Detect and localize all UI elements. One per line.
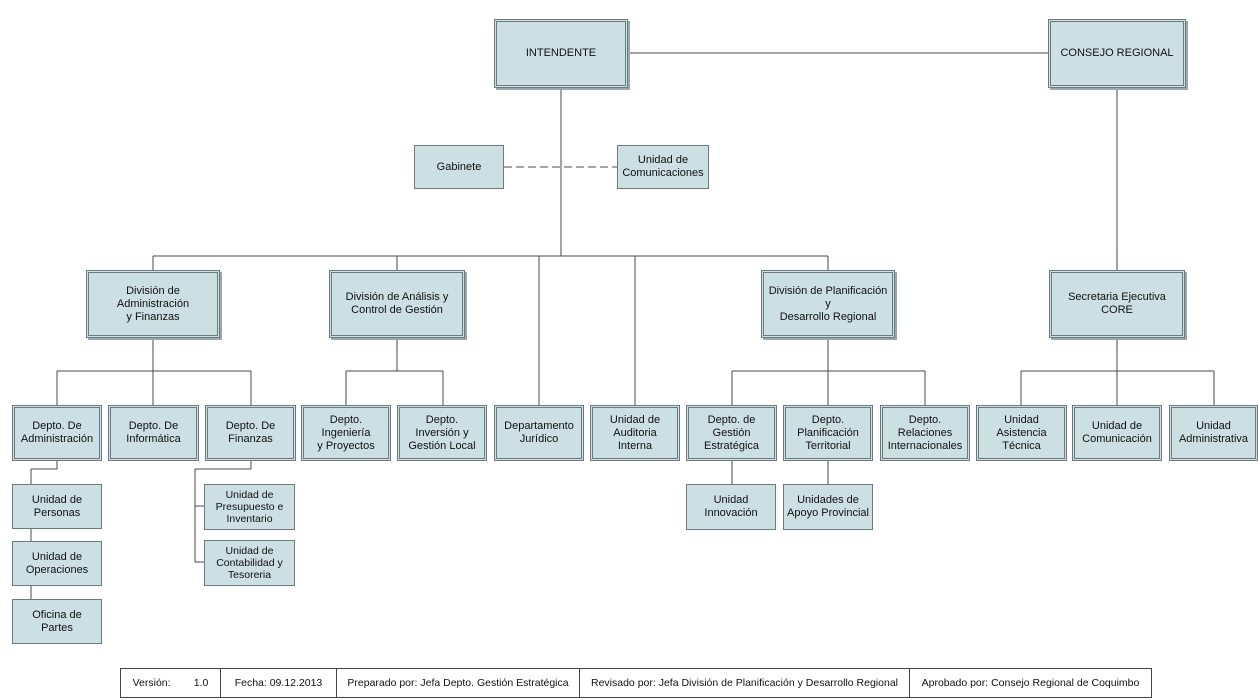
unidad-personas-box: Unidad de Personas	[12, 484, 102, 529]
depto-administracion-box: Depto. De Administración	[12, 405, 102, 461]
footer-version-value: 1.0	[193, 677, 209, 689]
footer-revisado: Revisado por: Jefa División de Planifica…	[580, 669, 910, 697]
footer-version: Versión: 1.0	[121, 669, 221, 697]
depto-ingenieria-box: Depto. Ingeniería y Proyectos	[301, 405, 391, 461]
intendente-box: INTENDENTE	[494, 19, 628, 88]
depto-relaciones-box: Depto. Relaciones Internacionales	[880, 405, 970, 461]
consejo-regional-box: CONSEJO REGIONAL	[1048, 19, 1186, 88]
unidad-contabilidad-box: Unidad de Contabilidad y Tesoreria	[204, 540, 295, 586]
division-administracion-box: División de Administración y Finanzas	[86, 270, 220, 338]
gabinete-box: Gabinete	[414, 145, 504, 189]
footer-version-label: Versión:	[132, 677, 171, 689]
oficina-partes-box: Oficina de Partes	[12, 599, 102, 644]
division-planificacion-box: División de Planificación y Desarrollo R…	[761, 270, 895, 338]
unidad-innovacion-box: Unidad Innovación	[686, 484, 776, 530]
footer-preparado: Preparado por: Jefa Depto. Gestión Estra…	[337, 669, 580, 697]
unidad-comunicacion-box: Unidad de Comunicación	[1072, 405, 1162, 461]
depto-informatica-box: Depto. De Informática	[108, 405, 199, 461]
depto-inversion-box: Depto. Inversión y Gestión Local	[397, 405, 487, 461]
unidad-presupuesto-box: Unidad de Presupuesto e Inventario	[204, 484, 295, 530]
secretaria-ejecutiva-box: Secretaria Ejecutiva CORE	[1049, 270, 1185, 338]
unidad-asistencia-tecnica-box: Unidad Asistencia Técnica	[976, 405, 1067, 461]
unidades-apoyo-provincial-box: Unidades de Apoyo Provincial	[783, 484, 873, 530]
division-analisis-box: División de Análisis y Control de Gestió…	[329, 270, 465, 338]
unidad-operaciones-box: Unidad de Operaciones	[12, 541, 102, 586]
comunicaciones-box: Unidad de Comunicaciones	[617, 145, 709, 189]
footer-aprobado: Aprobado por: Consejo Regional de Coquim…	[921, 677, 1140, 689]
unidad-administrativa-box: Unidad Administrativa	[1169, 405, 1258, 461]
depto-juridico-box: Departamento Jurídico	[494, 405, 584, 461]
auditoria-interna-box: Unidad de Auditoria Interna	[590, 405, 680, 461]
depto-gestion-estrategica-box: Depto. de Gestión Estratégica	[686, 405, 777, 461]
footer-fecha: Fecha: 09.12.2013	[221, 669, 337, 697]
depto-planificacion-territorial-box: Depto. Planificación Territorial	[783, 405, 873, 461]
document-footer-table: Versión: 1.0 Fecha: 09.12.2013 Preparado…	[120, 668, 1152, 698]
depto-finanzas-box: Depto. De Finanzas	[205, 405, 296, 461]
